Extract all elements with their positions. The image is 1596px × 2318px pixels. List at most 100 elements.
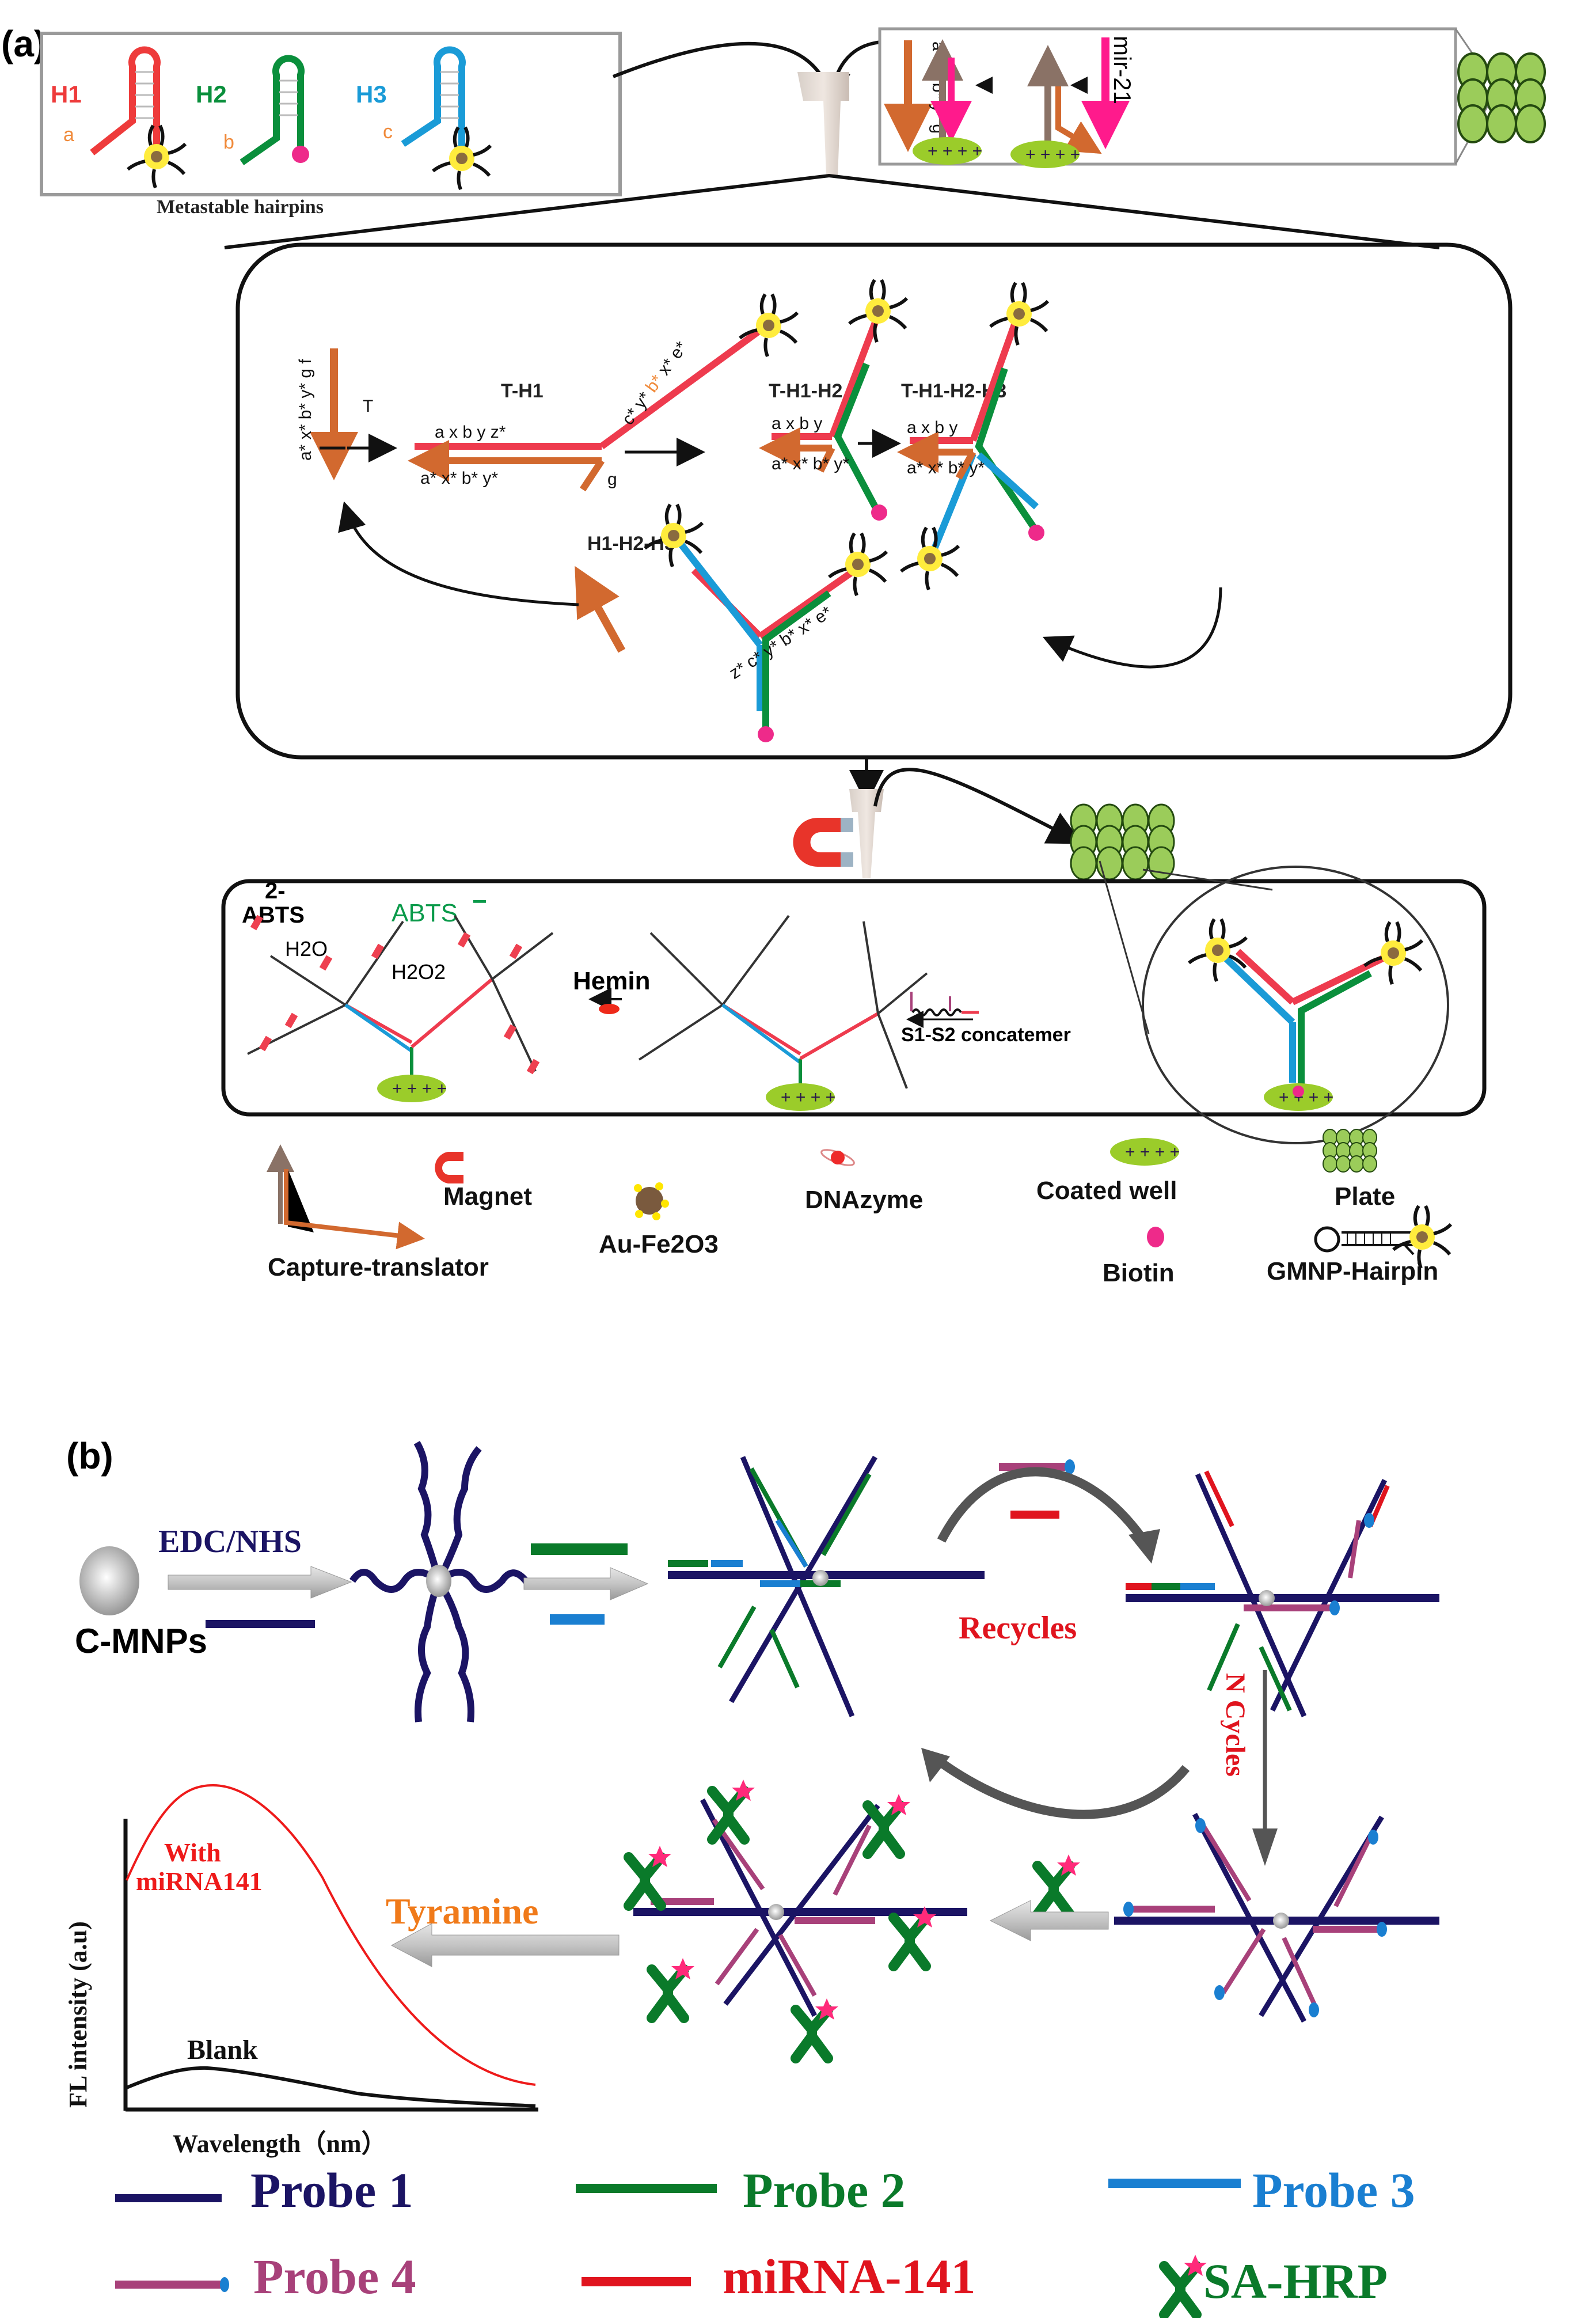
legend-a: Capture-translator Magnet Au-Fe2O3 DNAzy… — [267, 1129, 1451, 1287]
detection-box: ABTS 2- ABTS − H2O H2O2 — [221, 860, 1487, 1144]
assembly-sa-hrp — [629, 1780, 967, 2058]
gray-arrow — [168, 1566, 352, 1599]
hairpin-h1: H1 a — [51, 46, 185, 188]
stage-label: T-H1-H2 — [769, 380, 842, 402]
gray-arrow — [390, 1923, 620, 1967]
zoom-lines-a — [224, 173, 1440, 249]
c-mnp-bead — [79, 1546, 139, 1615]
legend-label: Probe 1 — [250, 2163, 413, 2218]
legend-item-probe1: Probe 1 — [115, 2163, 413, 2218]
stage-label: T-H1 — [501, 380, 544, 402]
legend-label: miRNA-141 — [723, 2249, 976, 2304]
legend-label: GMNP-Hairpin — [1267, 1257, 1438, 1285]
capture-box: a* x* b* y* g f mir-21 — [878, 27, 1498, 168]
return-arc-arrow — [930, 1752, 1190, 1819]
hemin-icon — [599, 1004, 620, 1014]
legend-label: Biotin — [1103, 1259, 1175, 1287]
mir21-label: mir-21 — [1109, 36, 1136, 104]
tyramine-label: Tyramine — [386, 1891, 538, 1932]
assembly-probe4 — [1114, 1812, 1439, 2023]
legend-item-capture-translator: Capture-translator — [267, 1144, 489, 1281]
svg-text:a x b y: a x b y — [772, 414, 822, 433]
abts-reduced-charge: 2- — [265, 878, 286, 904]
hairpin-name: H2 — [196, 81, 227, 108]
legend-item-plate: Plate — [1323, 1129, 1395, 1211]
fl-spectrum-plot: With miRNA141 Blank FL intensity (a.u) W… — [64, 1784, 538, 2158]
legend-label: Probe 4 — [253, 2249, 416, 2304]
functionalization-step: C-MNPs EDC/NHS — [75, 1441, 649, 1723]
panel-b-label: (b) — [66, 1435, 113, 1477]
hairpin-h3: H3 c — [356, 46, 491, 189]
hairpin-name: H1 — [51, 81, 82, 108]
legend-label: Magnet — [443, 1182, 532, 1211]
c-mnps-label: C-MNPs — [75, 1622, 207, 1660]
hairpin-h2: H2 b — [196, 55, 309, 165]
hairpin-name: H3 — [356, 81, 387, 108]
peroxide-label: H2O2 — [392, 960, 446, 984]
plate-icon-mid — [1070, 803, 1175, 881]
recycle-step: Recycles — [937, 1459, 1160, 1646]
hairpin-toehold: a — [63, 124, 74, 146]
legend-label: DNAzyme — [805, 1186, 923, 1214]
hairpins-caption: Metastable hairpins — [157, 196, 324, 218]
cycle-box: a* x* b* y* g f T T-H1 a x b y z* a* x* … — [235, 242, 1513, 760]
cycle-return-arrow — [338, 501, 579, 606]
water-label: H2O — [285, 937, 328, 961]
x-axis-label: Wavelength（nm） — [173, 2130, 387, 2158]
concatemer-complex — [638, 915, 928, 1111]
legend-item-magnet: Magnet — [435, 1152, 532, 1211]
legend-item-probe2: Probe 2 — [576, 2163, 906, 2218]
svg-text:g: g — [607, 470, 617, 489]
coated-well-icon — [913, 137, 983, 165]
gray-arrow — [989, 1900, 1109, 1941]
legend-label: Probe 2 — [743, 2163, 906, 2218]
n-cycles-step: N Cycles — [921, 1670, 1278, 1866]
coated-well-icon — [1010, 141, 1081, 168]
legend-item-mirna141: miRNA-141 — [582, 2249, 976, 2304]
sa-hrp-icon — [1164, 2255, 1207, 2315]
svg-text:c* y* b* x* e*: c* y* b* x* e* — [618, 338, 691, 428]
stage-h1-h2-h3: H1-H2-H3 z* c* y* b* x* e* — [575, 504, 887, 742]
series-with-mirna — [126, 1784, 536, 2086]
dnazyme-complex — [247, 915, 554, 1102]
recycles-label: Recycles — [959, 1610, 1077, 1646]
plate-icon-top — [1457, 52, 1546, 143]
y-axis-label: FL intensity (a.u) — [64, 1921, 92, 2108]
initiator-arrow-label: T — [363, 397, 373, 416]
legend-item-dnazyme: DNAzyme — [805, 1149, 923, 1214]
panel-a-label: (a) — [1, 23, 46, 65]
legend-label: Probe 3 — [1252, 2163, 1415, 2218]
edc-nhs-label: EDC/NHS — [158, 1524, 302, 1560]
legend-item-coated-well: Coated well — [1036, 1138, 1180, 1205]
legend-item-probe3: Probe 3 — [1108, 2163, 1415, 2218]
assembly-probe123 — [668, 1455, 985, 1717]
legend-label: Capture-translator — [268, 1253, 489, 1281]
legend-item-sa-hrp: SA-HRP — [1164, 2253, 1388, 2315]
cycle-return-arrow — [1042, 587, 1222, 669]
concatemer-label: S1-S2 concatemer — [901, 1024, 1071, 1046]
abts-oxidized-charge: − — [472, 887, 487, 916]
legend-label: SA-HRP — [1203, 2253, 1388, 2309]
series-blank — [126, 2066, 536, 2108]
stage-t-h1-h2-h3: T-H1-H2-H3 a x b y a* x* b* y* — [897, 283, 1206, 590]
with-label-line1: With — [164, 1838, 221, 1867]
legend-item-biotin: Biotin — [1103, 1227, 1175, 1287]
svg-text:a* x* b* y*: a* x* b* y* — [907, 458, 985, 477]
initiator-label: a* x* b* y* g f — [296, 359, 315, 461]
svg-text:a x b y z*: a x b y z* — [435, 423, 506, 442]
svg-text:a* x* b* y*: a* x* b* y* — [772, 454, 849, 473]
hairpins-box: H1 a H2 b H3 c Metastable hairpins — [40, 32, 622, 218]
sa-hrp-icon — [1038, 1854, 1080, 1914]
recycle-arc-arrow — [937, 1467, 1150, 1546]
gray-arrow — [523, 1567, 649, 1600]
hairpin-toehold: b — [223, 131, 234, 153]
abts-reduced: ABTS — [242, 902, 305, 928]
stage-t-h1: T-H1 a x b y z* a* x* b* y* g c* y* b* x… — [408, 294, 797, 492]
concatemer-icon — [906, 992, 979, 1028]
biotin-icon — [292, 146, 309, 163]
legend-label: Au-Fe2O3 — [599, 1230, 719, 1258]
legend-item-au-fe2o3: Au-Fe2O3 — [599, 1182, 719, 1258]
stage-t-h1-h2: T-H1-H2 a x b y a* x* b* y* — [759, 280, 907, 521]
probe-coated-bead — [349, 1441, 531, 1723]
